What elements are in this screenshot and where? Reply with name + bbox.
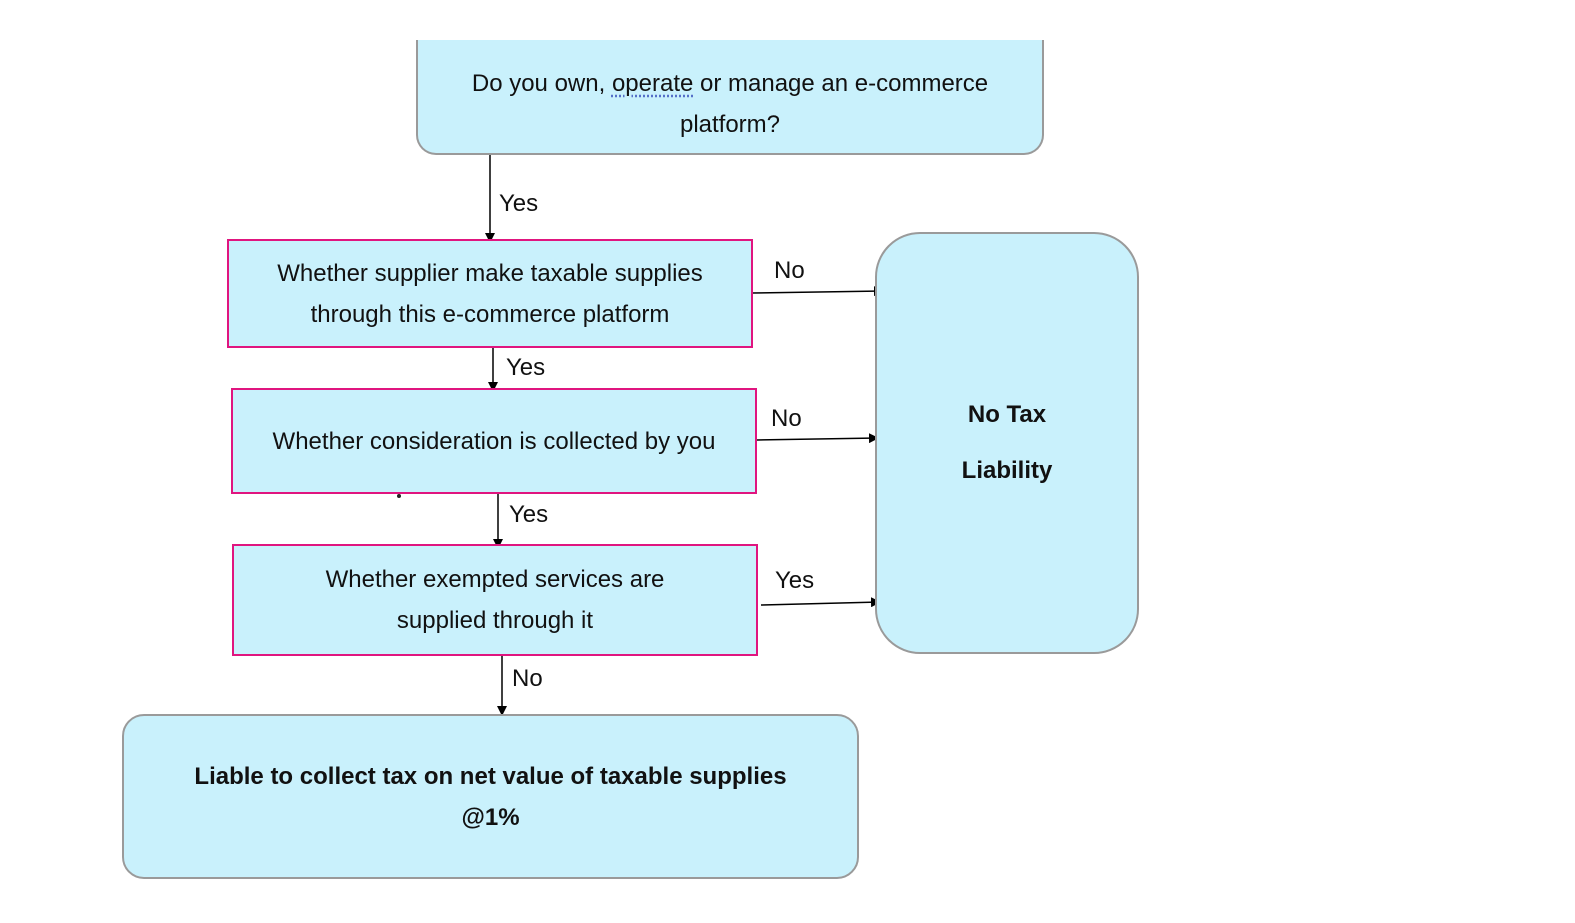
node-taxable-supplies: Whether supplier make taxable supplies t… bbox=[227, 239, 753, 348]
arrow-exempted-to-notax bbox=[760, 597, 881, 608]
edge-label-exempted-to-liable: No bbox=[512, 665, 543, 692]
node-taxable-supplies-text: Whether supplier make taxable supplies t… bbox=[277, 259, 703, 328]
edge-label-exempted-to-notax: Yes bbox=[775, 567, 815, 594]
node-exempted-text: Whether exempted services are supplied t… bbox=[325, 566, 665, 634]
edge-label-taxable-to-consideration: Yes bbox=[506, 354, 546, 381]
arrow-taxable-to-notax bbox=[751, 286, 884, 297]
node-consideration-text: Whether consideration is collected by yo… bbox=[272, 427, 716, 455]
node-liable: Liable to collect tax on net value of ta… bbox=[122, 714, 859, 879]
node-exempted: Whether exempted services are supplied t… bbox=[232, 544, 758, 656]
edge-label-q-to-taxable: Yes bbox=[499, 190, 539, 217]
arrow-consideration-to-notax bbox=[756, 433, 879, 444]
stray-dot bbox=[397, 494, 401, 498]
edge-label-consideration-to-exempted: Yes bbox=[509, 501, 549, 528]
node-no-tax-text: No Tax Liability bbox=[961, 401, 1053, 484]
node-consideration: Whether consideration is collected by yo… bbox=[231, 388, 757, 494]
node-no-tax: No Tax Liability bbox=[875, 232, 1139, 654]
node-question-text: Do you own, operate or manage an e-comme… bbox=[471, 69, 989, 138]
edge-label-consideration-to-notax: No bbox=[771, 405, 802, 432]
node-liable-text: Liable to collect tax on net value of ta… bbox=[194, 762, 787, 831]
edge-label-taxable-to-notax: No bbox=[774, 257, 805, 284]
node-question: Do you own, operate or manage an e-comme… bbox=[416, 40, 1044, 155]
